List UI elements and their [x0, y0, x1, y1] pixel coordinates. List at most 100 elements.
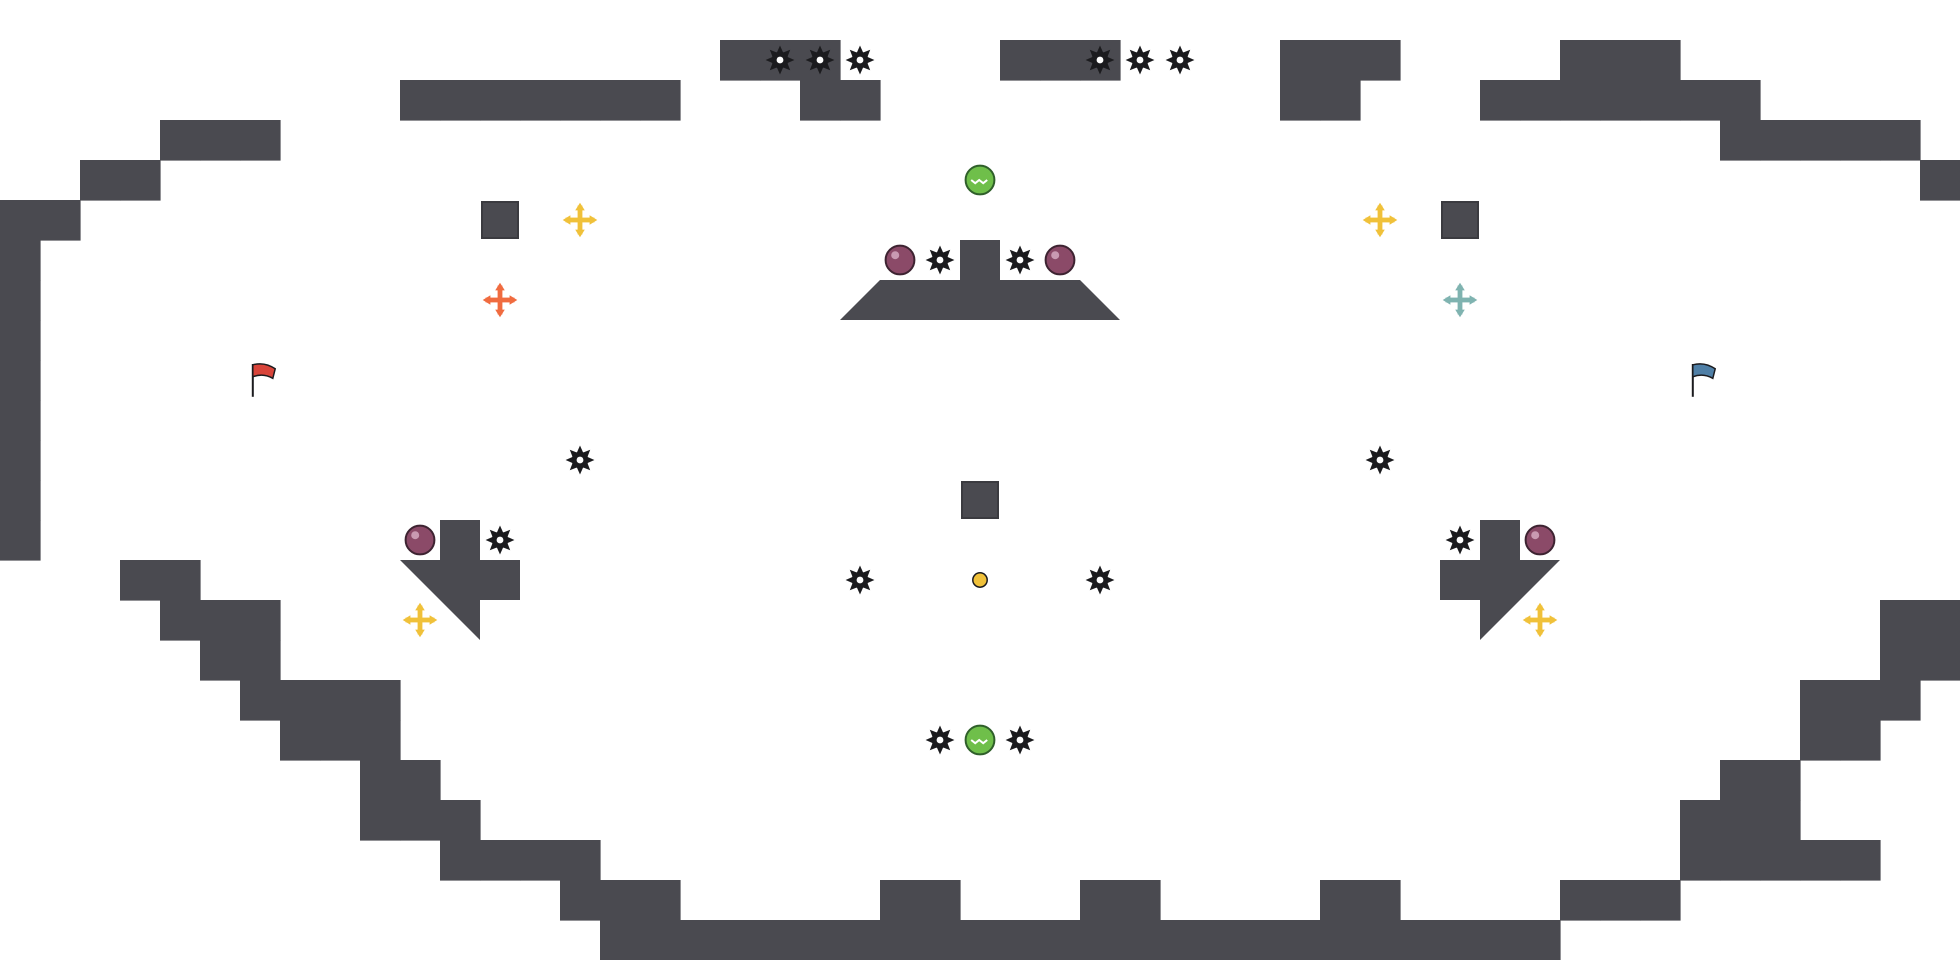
outside-area [520, 240, 561, 281]
outside-area [1600, 200, 1641, 241]
outside-area [400, 880, 441, 921]
wall-tile [1800, 680, 1841, 721]
outside-area [1720, 200, 1761, 241]
outside-area [200, 680, 241, 721]
outside-area [1080, 360, 1121, 401]
outside-area [1320, 360, 1361, 401]
wall-tile [1320, 40, 1361, 81]
outside-area [1840, 560, 1881, 601]
outside-area [1200, 520, 1241, 561]
outside-area [1880, 360, 1921, 401]
outside-area [760, 400, 801, 441]
outside-area [1000, 640, 1041, 681]
outside-area [920, 360, 961, 401]
outside-area [680, 200, 721, 241]
wall-tile [1040, 40, 1081, 81]
outside-area [880, 360, 921, 401]
outside-area [1000, 200, 1041, 241]
boost-icon[interactable] [964, 164, 996, 196]
outside-area [1160, 640, 1201, 681]
outside-area [1240, 600, 1281, 641]
wall-tile [0, 240, 41, 281]
outside-area [40, 600, 81, 641]
outside-area [200, 160, 241, 201]
outside-area [760, 440, 801, 481]
outside-area [320, 560, 361, 601]
outside-area [640, 640, 681, 681]
powerup-arrow [589, 215, 598, 225]
powerup-icon[interactable] [1442, 282, 1478, 318]
bomb-icon[interactable] [1524, 524, 1556, 556]
outside-area [520, 560, 561, 601]
outside-area [520, 600, 561, 641]
outside-area [1560, 120, 1601, 161]
boost-chevron [970, 738, 988, 745]
powerup-icon[interactable] [1362, 202, 1398, 238]
blue-flag-icon[interactable] [1691, 363, 1717, 397]
wall-tile [1240, 920, 1281, 960]
outside-area [80, 880, 121, 921]
outside-area [1160, 760, 1201, 801]
bomb-icon[interactable] [884, 244, 916, 276]
powerup-icon[interactable] [1522, 602, 1558, 638]
outside-area [1600, 640, 1641, 681]
powerup-icon[interactable] [402, 602, 438, 638]
outside-area [240, 280, 281, 321]
outside-area [160, 280, 201, 321]
outside-area [40, 360, 81, 401]
bomb-icon[interactable] [404, 524, 436, 556]
outside-area [640, 320, 681, 361]
outside-area [1840, 480, 1881, 521]
outside-area [1920, 360, 1960, 401]
wall-tile [320, 720, 361, 761]
outside-area [960, 200, 1001, 241]
outside-area [200, 400, 241, 441]
outside-area [1920, 720, 1960, 761]
outside-area [1320, 440, 1361, 481]
outside-area [480, 0, 521, 41]
outside-area [1320, 0, 1361, 41]
outside-area [1920, 880, 1960, 921]
portal-icon[interactable] [972, 572, 988, 588]
outside-area [1600, 280, 1641, 321]
outside-area [880, 200, 921, 241]
outside-area [1400, 680, 1441, 721]
red-flag-icon[interactable] [251, 363, 277, 397]
outside-area [1320, 600, 1361, 641]
outside-area [400, 280, 441, 321]
outside-area [1440, 240, 1481, 281]
wall-tile [0, 360, 41, 401]
outside-area [1600, 360, 1641, 401]
outside-area [320, 600, 361, 641]
outside-area [280, 800, 321, 841]
outside-area [480, 680, 521, 721]
boost-icon[interactable] [964, 724, 996, 756]
bomb-icon[interactable] [1044, 244, 1076, 276]
outside-area [1840, 240, 1881, 281]
outside-area [640, 40, 681, 81]
wall-tile [600, 920, 641, 960]
outside-area [1280, 800, 1321, 841]
outside-area [1400, 400, 1441, 441]
outside-area [1840, 800, 1881, 841]
outside-area [720, 200, 761, 241]
outside-area [160, 80, 201, 121]
outside-area [1400, 600, 1441, 641]
outside-area [1880, 0, 1921, 41]
outside-area [680, 840, 721, 881]
outside-area [1200, 80, 1241, 121]
outside-area [1120, 800, 1161, 841]
spike-icon [1365, 445, 1395, 475]
outside-area [0, 760, 41, 801]
powerup-icon[interactable] [482, 282, 518, 318]
outside-area [520, 760, 561, 801]
outside-area [1800, 160, 1841, 201]
outside-area [280, 840, 321, 881]
powerup-icon[interactable] [562, 202, 598, 238]
outside-area [0, 0, 41, 41]
outside-area [320, 360, 361, 401]
outside-area [440, 640, 481, 681]
outside-area [1080, 240, 1121, 281]
outside-area [1560, 200, 1601, 241]
outside-area [120, 880, 161, 921]
